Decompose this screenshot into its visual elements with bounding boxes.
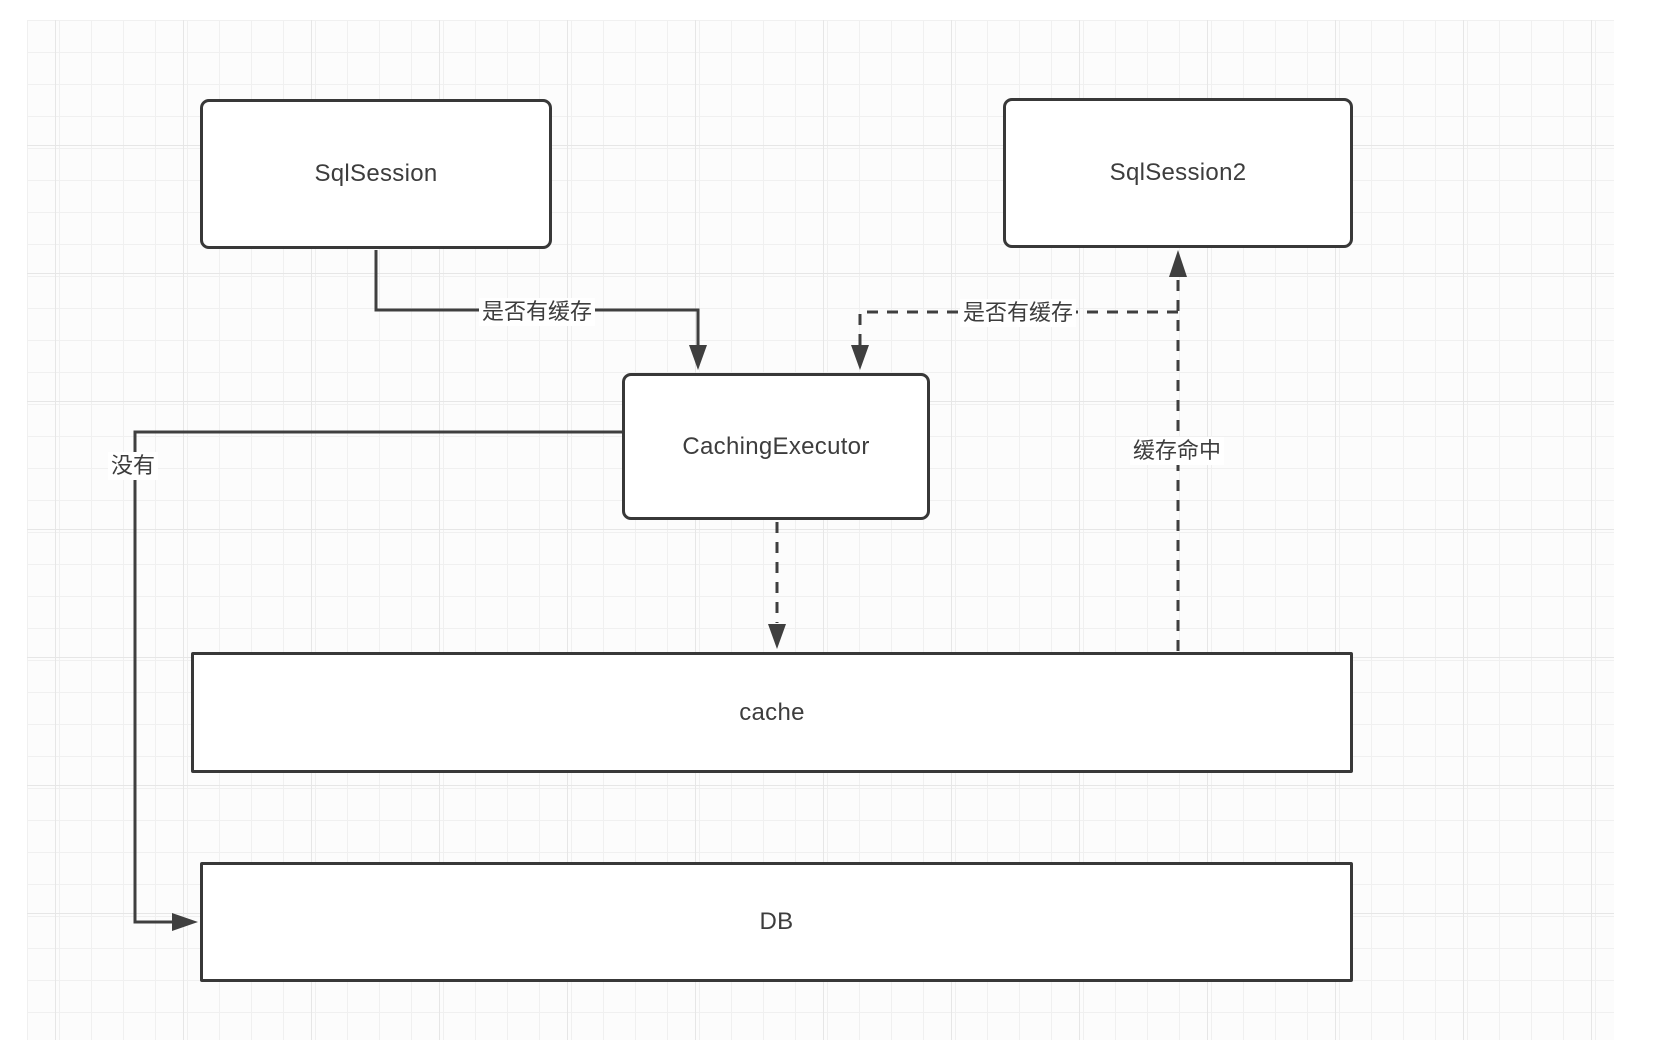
node-sqlsession2: SqlSession2: [1003, 98, 1353, 248]
edge-cachingexecutor-to-db: [133, 430, 622, 931]
edge-label-check-cache-solid: 是否有缓存: [478, 298, 596, 326]
node-sqlsession: SqlSession: [200, 99, 552, 249]
node-cache: cache: [191, 652, 1353, 773]
node-caching-executor-label: CachingExecutor: [682, 432, 870, 460]
arrowhead-down-icon: [851, 345, 869, 370]
node-sqlsession-label: SqlSession: [314, 160, 438, 187]
arrowhead-right-icon: [172, 913, 198, 931]
node-db-label: DB: [759, 908, 794, 935]
node-caching-executor: CachingExecutor: [622, 373, 930, 520]
node-cache-label: cache: [739, 698, 805, 726]
edge-label-check-cache-dashed: 是否有缓存: [959, 299, 1077, 327]
node-sqlsession2-label: SqlSession2: [1109, 159, 1247, 186]
arrowhead-down-icon: [768, 624, 786, 649]
arrowhead-up-icon: [1169, 250, 1187, 277]
arrowhead-down-icon: [689, 345, 707, 370]
edge-label-cache-hit: 缓存命中: [1129, 437, 1225, 465]
edge-label-no-cache: 没有: [107, 452, 159, 480]
node-db: DB: [200, 862, 1353, 982]
edge-cachingexecutor-to-cache: [768, 522, 786, 649]
